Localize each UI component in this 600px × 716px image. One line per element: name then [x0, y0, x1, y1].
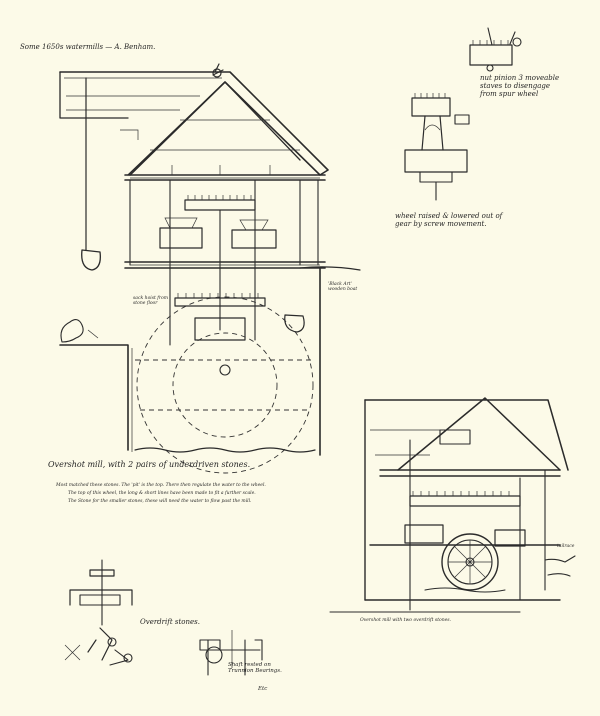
label-sack-hoist: sack hoist from stone floor — [133, 296, 169, 307]
nut-pinion-note: nut pinion 3 moveable staves to disengag… — [480, 74, 560, 99]
note-1: Most matched these stones. The 'pit' is … — [56, 483, 266, 488]
overdrift-stones-drawing — [64, 559, 133, 666]
trunnion-shaft-drawing — [199, 630, 263, 676]
nut-pinion-detail — [404, 27, 522, 201]
label-tailrace: tailrace — [557, 544, 575, 549]
sheet-heading: Some 1650s watermills — A. Benham. — [20, 43, 156, 51]
small-mill-caption: Overshot mill with two overdrift stones. — [360, 618, 452, 623]
note-3: The Stone for the smaller stones, these … — [68, 499, 252, 504]
shaft-note-etc: Etc — [258, 686, 268, 692]
main-mill-drawing — [59, 63, 361, 474]
note-2: The top of this wheel, the long & short … — [68, 491, 256, 496]
shaft-note: Shaft rested on Trunnion Bearings. — [228, 662, 282, 675]
overdrift-caption: Overdrift stones. — [140, 618, 200, 626]
wheel-raised-note: wheel raised & lowered out of gear by sc… — [395, 212, 503, 229]
small-mill-drawing — [329, 397, 576, 613]
label-black-art: 'Black Art' wooden boat — [328, 282, 358, 293]
main-caption: Overshot mill, with 2 pairs of underdriv… — [48, 460, 251, 469]
